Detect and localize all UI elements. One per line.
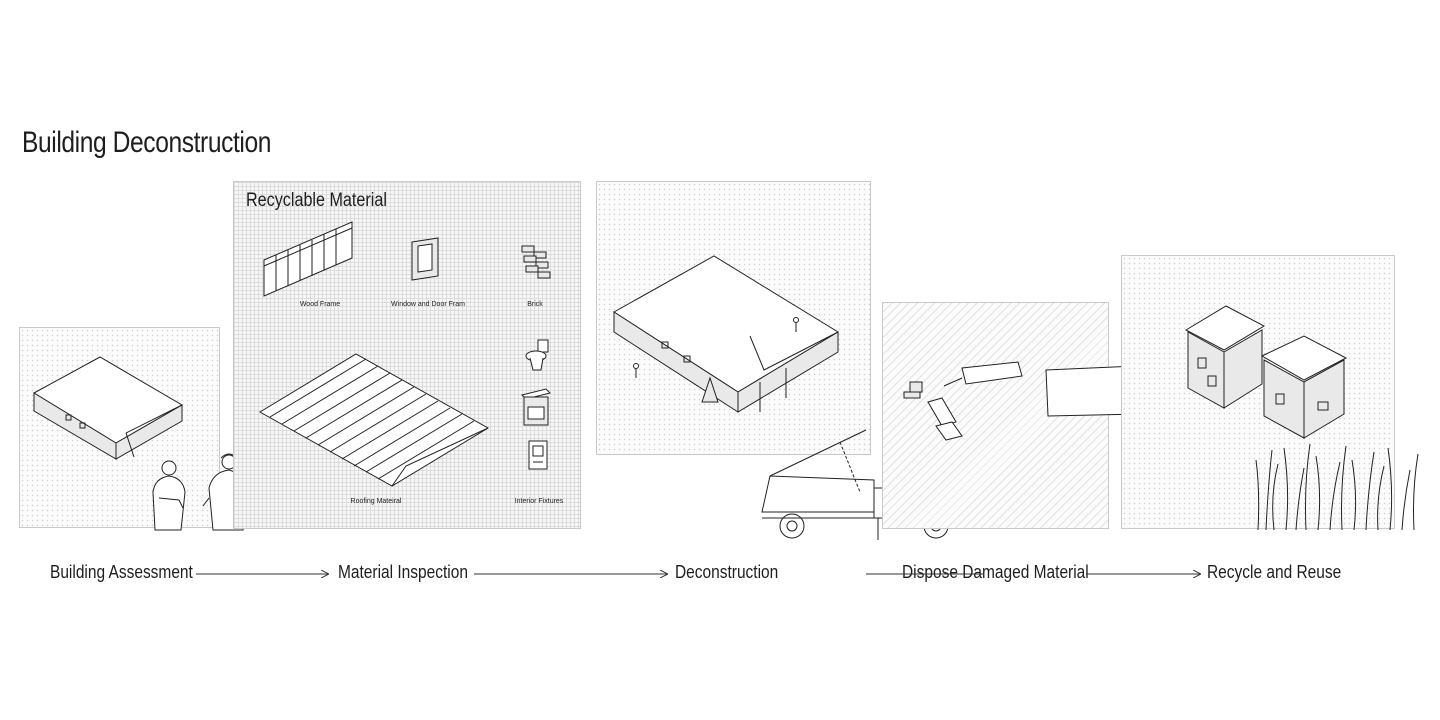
- material-caption: Brick: [527, 301, 543, 308]
- toilet-icon: [525, 339, 549, 371]
- roofing-material-icon: [259, 353, 489, 487]
- wood-frame-icon: [263, 221, 353, 297]
- step-recycle-and-reuse: Recycle and Reuse: [1207, 562, 1342, 582]
- material-caption: Interior Fixtures: [514, 498, 564, 505]
- brick-icon: [521, 245, 551, 279]
- step-deconstruction: Deconstruction: [675, 562, 779, 582]
- new-building-icon: [1184, 305, 1348, 439]
- material-caption: Roofing Mateiral: [350, 498, 402, 505]
- page-title: Building Deconstruction: [22, 126, 272, 159]
- stove-icon: [521, 388, 551, 426]
- step-dispose-damaged-material: Dispose Damaged Material: [902, 562, 1089, 582]
- damaged-debris-icon: [903, 361, 1149, 441]
- material-caption: Wood Frame: [299, 301, 341, 308]
- house-illustration-icon: [33, 356, 183, 460]
- step-building-assessment: Building Assessment: [50, 562, 193, 582]
- appliance-icon: [528, 440, 548, 470]
- material-caption: Window and Door Fram: [391, 301, 465, 308]
- grass-icon: [1255, 443, 1419, 531]
- recycle-panel: [1121, 255, 1395, 529]
- panel-title: Recyclable Material: [246, 190, 387, 211]
- window-door-frame-icon: [411, 237, 439, 281]
- process-arrows: [196, 566, 1440, 582]
- step-material-inspection: Material Inspection: [338, 562, 468, 582]
- house-deconstruction-icon: [613, 255, 839, 413]
